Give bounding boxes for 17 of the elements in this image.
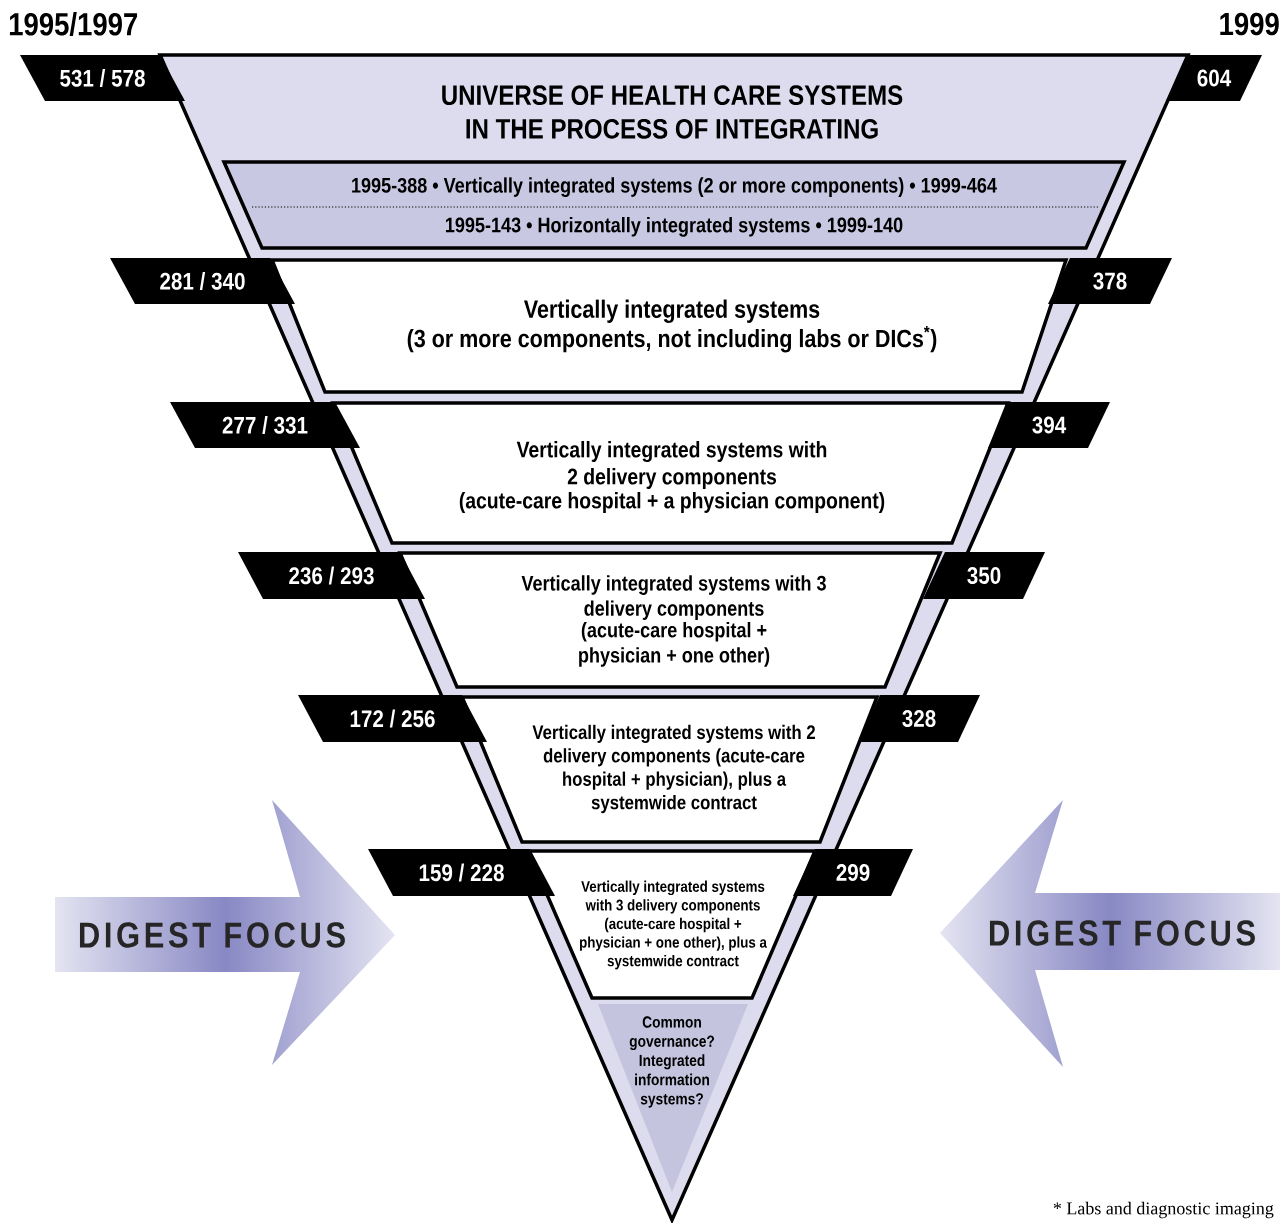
count-tag: 172 / 256: [298, 695, 487, 742]
count-tag: 299: [793, 849, 913, 896]
count-tag: 281 / 340: [110, 258, 295, 304]
count-tag: 350: [923, 552, 1045, 599]
count-tag: 531 / 578: [20, 55, 185, 101]
count-tag: 277 / 331: [170, 402, 360, 448]
count-tag: 159 / 228: [368, 849, 555, 896]
count-tag: 236 / 293: [238, 552, 425, 599]
count-tag: 604: [1166, 55, 1262, 101]
count-tag: 328: [858, 695, 980, 742]
footnote: * Labs and diagnostic imaging: [1053, 1201, 1274, 1219]
year-heading: 1999: [1220, 12, 1279, 36]
triangle-tip: Common governance? Integrated information systems?: [598, 1004, 748, 1192]
block-arrow: DIGEST FOCUS: [989, 920, 1255, 946]
count-tag: 394: [988, 402, 1110, 448]
block-arrow: DIGEST FOCUS: [79, 922, 345, 948]
count-tag: 378: [1048, 258, 1172, 304]
